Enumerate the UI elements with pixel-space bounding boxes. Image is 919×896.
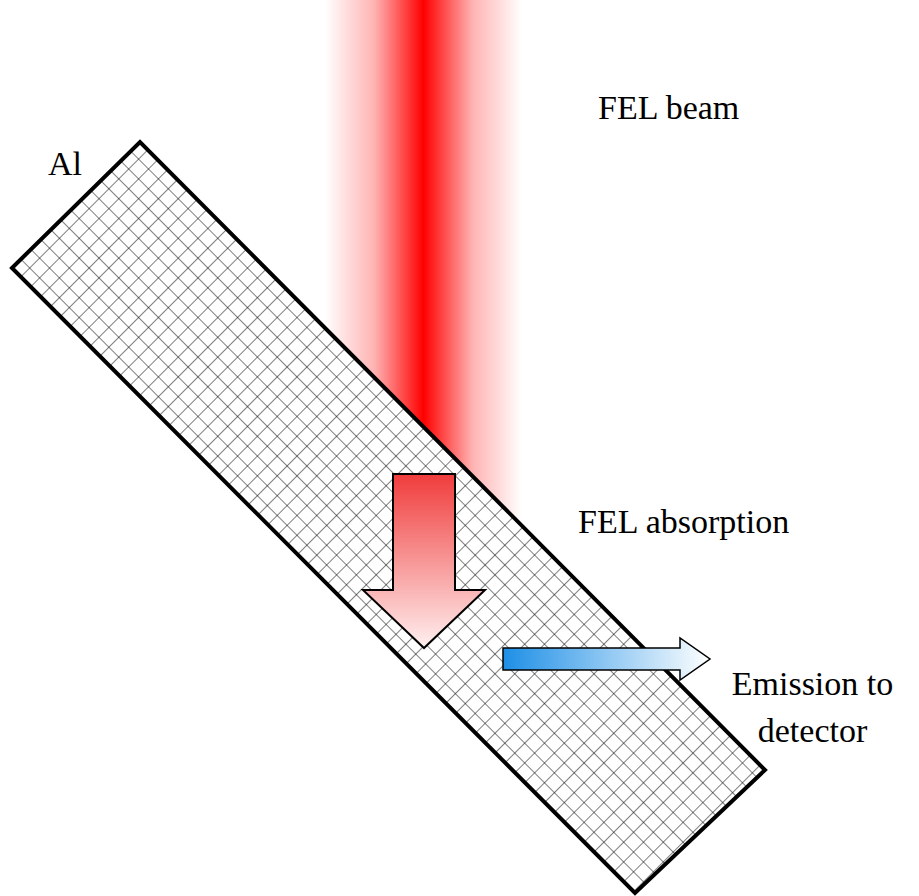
emission-label: Emission to detector [710, 660, 915, 754]
absorption-arrow [363, 474, 485, 648]
material-label: Al [48, 144, 82, 183]
fel-beam [325, 0, 522, 524]
beam-label: FEL beam [598, 88, 739, 127]
emission-arrow [503, 638, 710, 680]
absorption-label: FEL absorption [578, 502, 789, 541]
